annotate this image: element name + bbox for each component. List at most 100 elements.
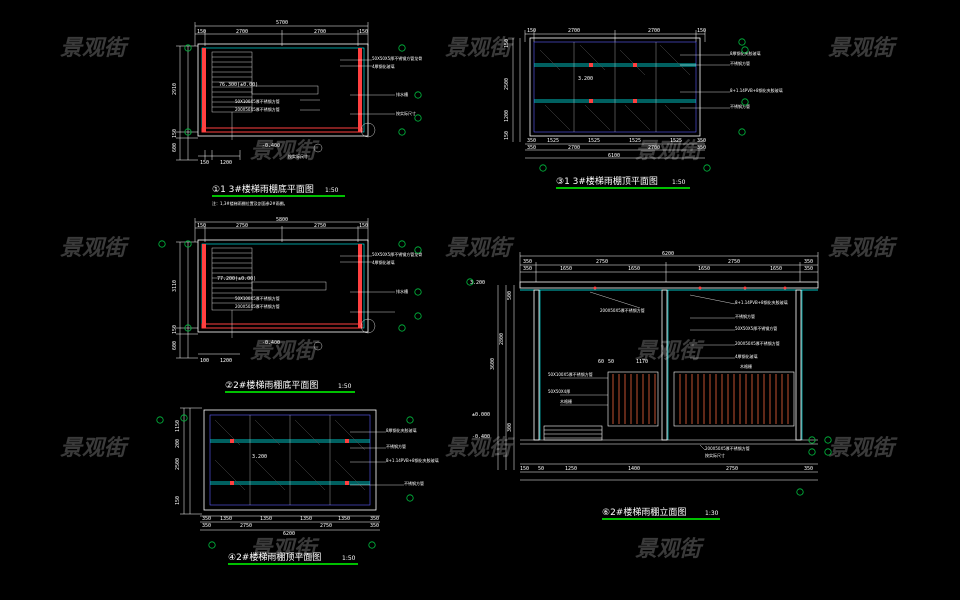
- watermark: 景观街: [250, 139, 320, 164]
- level-label: 3.200: [470, 280, 485, 286]
- callout-text: 200X50X5厚不锈钢方管: [600, 307, 645, 313]
- dim-label: 350: [804, 266, 813, 272]
- view-5-elevation: 6200 350 2750 2750 350 350 1650 1650 165…: [466, 251, 832, 520]
- dim-label: 1200: [504, 110, 510, 122]
- callout-text: 4厚钢化玻璃: [735, 353, 758, 359]
- dim-label: 350: [804, 259, 813, 265]
- dim-label: 150: [520, 466, 529, 472]
- dim-label: 2700: [314, 29, 326, 35]
- level-label: -0.400: [262, 340, 280, 346]
- dim-label: 3600: [490, 358, 496, 370]
- watermark: 景观街: [445, 36, 515, 61]
- watermark: 景观街: [60, 36, 130, 61]
- callout-text: 8+1.14PVB+8钢化夹胶玻璃: [386, 457, 439, 463]
- level-label: 76.300(±0.00): [219, 82, 258, 88]
- view-scale: 1:50: [342, 555, 356, 562]
- callout-text: 50X50X5厚不锈钢方管龙骨: [372, 251, 422, 257]
- dim-label: 2750: [236, 223, 248, 229]
- dim-label: 350: [697, 145, 706, 151]
- axis-marker: [466, 278, 832, 496]
- dim-label: 2750: [240, 523, 252, 529]
- view-title: ⑥2#楼梯雨棚立面图: [602, 506, 686, 518]
- level-label: -0.400: [262, 143, 280, 149]
- level-label: 3.200: [578, 76, 593, 82]
- callout-text: 按实际尺寸: [705, 452, 725, 458]
- callout-text: 50X100X5厚不锈钢方管: [235, 295, 280, 301]
- view-2-roof-plan: 150 2700 2700 150 150 2500 1200 150 350 …: [504, 28, 783, 189]
- watermark: 景观街: [445, 236, 515, 261]
- view-title: ④2#楼梯雨棚顶平面图: [228, 551, 321, 563]
- callout-text: 4厚钢化玻璃: [372, 259, 395, 265]
- dim-label: 3110: [172, 280, 178, 292]
- dim-total: 6100: [608, 153, 620, 159]
- dim-label: 2700: [648, 28, 660, 34]
- dim-total: 5800: [276, 217, 288, 223]
- dim-label: 1350: [220, 516, 232, 522]
- dim-label: 2750: [596, 259, 608, 265]
- watermark: 景观街: [445, 436, 515, 461]
- dim-label: 150: [197, 223, 206, 229]
- dim-label: 150: [359, 223, 368, 229]
- dim-label: 1400: [628, 466, 640, 472]
- dim-label: 50: [608, 359, 614, 365]
- view-scale: 1:50: [672, 179, 686, 186]
- dim-label: 150: [697, 28, 706, 34]
- axis-marker: [156, 414, 414, 549]
- dim-label: 350: [697, 138, 706, 144]
- callout-text: 8+1.14PVB+8钢化夹胶玻璃: [735, 299, 788, 305]
- view-title: ①1 3#楼梯雨棚底平面图: [212, 183, 314, 195]
- view-note: 注：1,3#楼梯雨棚位置及剖面参2#雨棚。: [212, 200, 288, 206]
- dim-label: 2500: [175, 458, 181, 470]
- callout-text: 200X50X5厚不锈钢方管: [705, 445, 750, 451]
- callout-text: 8+1.14PVB+8钢化夹胶玻璃: [730, 87, 783, 93]
- dim-label: 150: [504, 39, 510, 48]
- dim-label: 60: [598, 359, 604, 365]
- callout-text: 按实际尺寸: [396, 110, 416, 116]
- dim-label: 350: [527, 145, 536, 151]
- watermark: 景观街: [635, 537, 705, 562]
- dim-label: 2700: [568, 145, 580, 151]
- axis-marker: [184, 44, 422, 153]
- dim-label: 1350: [300, 516, 312, 522]
- dim-label: 1650: [560, 266, 572, 272]
- dim-total: 5700: [276, 20, 288, 26]
- dim-label: 1525: [547, 138, 559, 144]
- dim-label: 1200: [220, 160, 232, 166]
- callout-text: 不锈钢方管: [735, 313, 755, 319]
- dim-label: 150: [200, 160, 209, 166]
- dim-label: 2750: [728, 259, 740, 265]
- watermark: 景观街: [828, 36, 898, 61]
- dim-label: 350: [202, 516, 211, 522]
- dim-label: 150: [172, 129, 178, 138]
- view-3-bottom-plan: 5800 150 2750 2750 150 100 1200 3110 150…: [158, 217, 422, 393]
- dim-label: 1525: [670, 138, 682, 144]
- dim-label: 2500: [504, 78, 510, 90]
- callout-text: 50X50X4厚: [548, 389, 570, 394]
- dim-label: 1650: [628, 266, 640, 272]
- dim-label: 2750: [726, 466, 738, 472]
- callout-text: 50X50X5厚不锈钢方管龙骨: [372, 55, 422, 61]
- watermark: 景观街: [635, 139, 705, 164]
- callout-text: 不锈钢方管: [730, 60, 750, 66]
- callout-text: 不锈钢方管: [386, 443, 406, 449]
- dim-label: 350: [202, 523, 211, 529]
- watermark: 景观街: [828, 436, 898, 461]
- dim-label: 200: [175, 439, 181, 448]
- dim-label: 150: [172, 325, 178, 334]
- watermark: 景观街: [250, 339, 320, 364]
- level-label: 3.200: [252, 454, 267, 460]
- dim-label: 600: [172, 143, 178, 152]
- dim-label: 2910: [172, 83, 178, 95]
- dim-label: 1170: [636, 359, 648, 365]
- dim-label: 2700: [648, 145, 660, 151]
- dim-label: 150: [359, 29, 368, 35]
- callout-text: 8厚钢化夹胶玻璃: [386, 427, 417, 433]
- dim-label: 1200: [220, 358, 232, 364]
- level-label: ±0.000: [472, 412, 490, 418]
- view-scale: 1:50: [338, 383, 352, 390]
- dim-total: 6200: [662, 251, 674, 257]
- dim-label: 1350: [338, 516, 350, 522]
- callout-text: 50X100X5厚不锈钢方管: [548, 371, 593, 377]
- callout-text: 不锈钢方管: [730, 103, 750, 109]
